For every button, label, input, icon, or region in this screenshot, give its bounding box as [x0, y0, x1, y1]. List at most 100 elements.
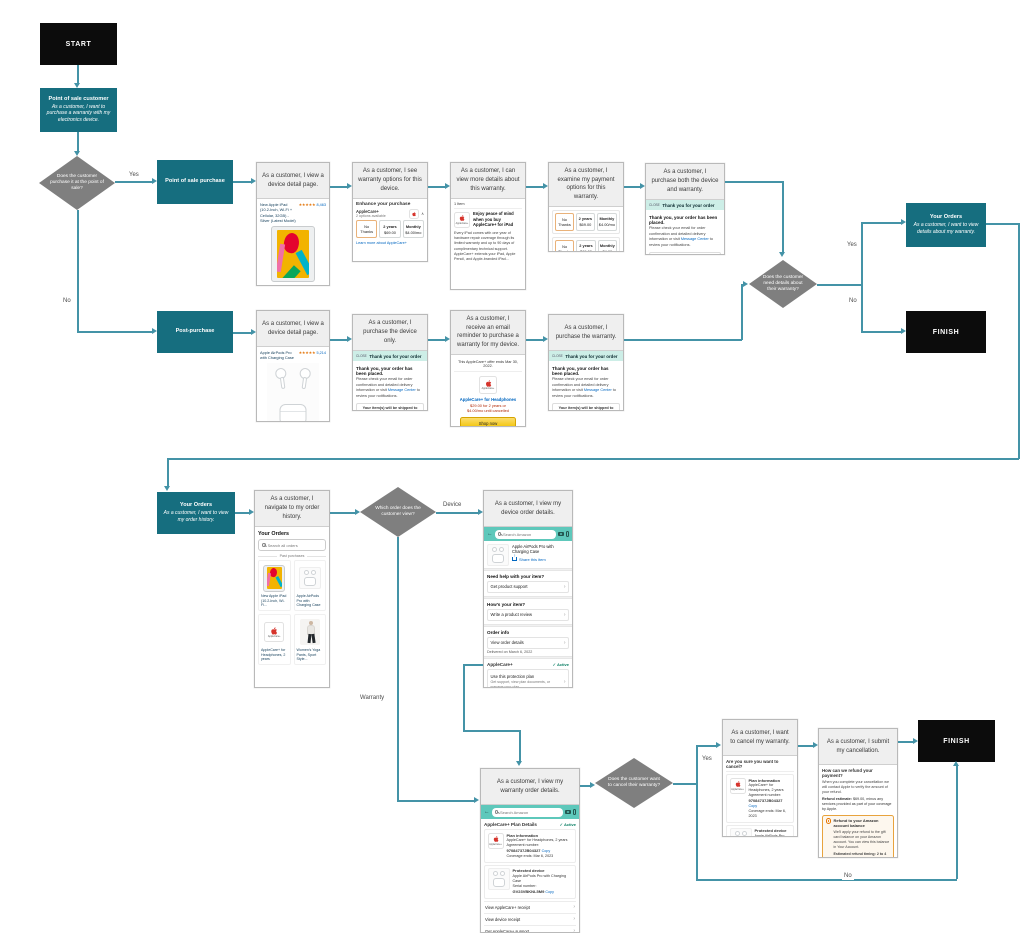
arrowhead	[478, 509, 483, 515]
rating-count-link[interactable]: 8,463	[316, 203, 326, 207]
start-node: START	[40, 23, 117, 65]
flow-connector	[725, 181, 783, 183]
mic-icon[interactable]	[566, 531, 569, 537]
option-no-thanks[interactable]: No Thanks	[555, 212, 574, 231]
shipping-note: Your item(s) will be shipped to Jane Smi…	[552, 402, 620, 410]
view-device-receipt-row[interactable]: View device receipt	[484, 912, 576, 925]
past-purchases-divider: Past purchases	[258, 554, 326, 558]
get-product-support-row[interactable]: Get product support	[487, 580, 569, 593]
radio-selected-icon[interactable]	[825, 818, 831, 824]
close-button[interactable]: CLOSE	[552, 354, 563, 358]
flow-connector	[861, 331, 902, 333]
protected-device-section: Protected device Apple AirPods Pro with …	[484, 864, 576, 899]
rating-count-link[interactable]: 5,214	[316, 351, 326, 355]
shop-now-button[interactable]: Shop now	[460, 417, 516, 426]
arrowhead	[347, 336, 352, 342]
option-2-years[interactable]: 2 years$69.00	[576, 239, 596, 251]
copy-link[interactable]: Copy	[748, 804, 758, 809]
edge-label-yes: Yes	[700, 756, 714, 763]
airpods-thumbnail	[487, 868, 510, 891]
plan-information-section: AppleCare+ Plan information AppleCare+ f…	[726, 774, 794, 823]
message-center-link[interactable]: Message Center	[583, 388, 612, 392]
option-no-thanks[interactable]: No Thanks	[356, 220, 378, 238]
order-item-applecare[interactable]: AppleCare+ AppleCare+ for Headphones, 2 …	[258, 614, 291, 666]
flow-connector	[397, 537, 399, 800]
flow-connector	[77, 210, 79, 332]
phone-mockup: How can we refund your payment? When you…	[819, 765, 897, 857]
flow-connector	[861, 284, 863, 332]
copy-link[interactable]: Copy	[545, 890, 554, 895]
view-order-details-row[interactable]: View order details	[487, 636, 569, 649]
share-icon	[512, 554, 517, 562]
close-button[interactable]: CLOSE	[356, 354, 367, 358]
airpods-thumbnail	[487, 544, 509, 566]
learn-more-link[interactable]: Learn more about AppleCare+	[356, 241, 407, 245]
back-icon[interactable]	[484, 809, 490, 815]
copy-link[interactable]: Copy	[541, 849, 551, 854]
search-input[interactable]: Search Amazon	[491, 807, 563, 817]
node-subtitle: As a customer, I want to purchase a warr…	[46, 103, 111, 124]
chevron-right-icon	[564, 584, 566, 590]
node-title: Point of sale customer	[48, 96, 109, 103]
flow-connector	[624, 339, 742, 341]
flow-connector	[624, 186, 641, 188]
applecare-icon: AppleCare+	[729, 777, 746, 794]
phone-mockup: New Apple iPad (10.2-Inch, Wi-Fi + Cellu…	[257, 199, 329, 285]
chevron-right-icon	[573, 928, 575, 932]
get-applecare-support-row[interactable]: Get AppleCare+ support	[484, 924, 576, 932]
phone-mockup: Search Amazon Apple AirPods Pro with Cha…	[484, 527, 572, 687]
active-badge: Active	[563, 822, 576, 827]
option-monthly[interactable]: Monthly$4.00/mo	[596, 212, 618, 231]
refund-option-amazon-balance[interactable]: Refund to your Amazon account balance We…	[822, 814, 894, 857]
step-card-device-order-details: As a customer, I view my device order de…	[483, 490, 573, 688]
flow-connector	[956, 766, 958, 879]
your-orders-bottom-node: Your Orders As a customer, I want to vie…	[157, 492, 235, 534]
flow-connector	[861, 222, 863, 285]
mic-icon[interactable]	[573, 809, 576, 815]
ipad-product-image	[271, 226, 315, 283]
step-title: As a customer, I navigate to my order hi…	[255, 491, 329, 527]
shipping-note: Your item(s) will be shipped to Jane Smi…	[356, 402, 424, 410]
flow-connector	[898, 741, 914, 743]
option-monthly[interactable]: Monthly$4.00/mo	[402, 220, 424, 238]
flow-connector	[696, 783, 698, 879]
search-input[interactable]: Search Amazon	[494, 529, 556, 539]
camera-icon[interactable]	[558, 531, 564, 537]
message-center-link[interactable]: Message Center	[680, 237, 709, 241]
order-item-yoga-pants[interactable]: Women's Yoga Pants, Sport Style...	[293, 614, 326, 666]
step-card-purchase-device-only: As a customer, I purchase the device onl…	[352, 314, 428, 411]
arrowhead	[743, 281, 748, 287]
option-monthly[interactable]: Monthly$4.00	[597, 239, 617, 251]
flow-connector	[397, 800, 475, 802]
search-orders-input[interactable]: Search all orders	[258, 539, 326, 551]
product-title: New Apple iPad (10.2-Inch, Wi-Fi + Cellu…	[260, 202, 296, 223]
back-icon[interactable]	[487, 531, 493, 537]
camera-icon[interactable]	[565, 809, 571, 815]
applecare-icon: AppleCare+	[264, 622, 285, 643]
option-2-years[interactable]: 2 years$69.00	[379, 220, 401, 238]
chevron-up-icon[interactable]: ∧	[421, 211, 424, 216]
option-no-thanks[interactable]: No Thanks	[555, 239, 575, 251]
search-header: Search Amazon	[481, 805, 579, 819]
start-label: START	[65, 40, 92, 48]
step-title: As a customer, I view a device detail pa…	[257, 311, 329, 347]
order-item-airpods[interactable]: Apple AirPods Pro with Charging Case	[293, 560, 326, 612]
write-review-row[interactable]: Write a product review	[487, 608, 569, 621]
search-icon	[494, 810, 498, 814]
arrowhead	[543, 183, 548, 189]
step-card-order-history: As a customer, I navigate to my order hi…	[254, 490, 330, 688]
view-applecare-receipt-row[interactable]: View AppleCare+ receipt	[484, 900, 576, 913]
share-item-link[interactable]: Share this item	[512, 554, 569, 562]
step-card-submit-cancellation: As a customer, I submit my cancellation.…	[818, 728, 898, 858]
message-center-link[interactable]: Message Center	[387, 388, 416, 392]
applecare-icon: AppleCare+	[454, 211, 470, 228]
close-button[interactable]: CLOSE	[649, 203, 660, 207]
arrowhead	[355, 509, 360, 515]
chevron-right-icon	[573, 904, 575, 910]
option-2-years[interactable]: 2 years$69.00	[575, 212, 595, 231]
flow-connector	[696, 745, 698, 783]
flow-connector	[782, 181, 784, 254]
plan-link[interactable]: AppleCare+ for Headphones	[459, 396, 517, 402]
order-item-ipad[interactable]: New Apple iPad (10.2-Inch, Wi-Fi...	[258, 560, 291, 612]
